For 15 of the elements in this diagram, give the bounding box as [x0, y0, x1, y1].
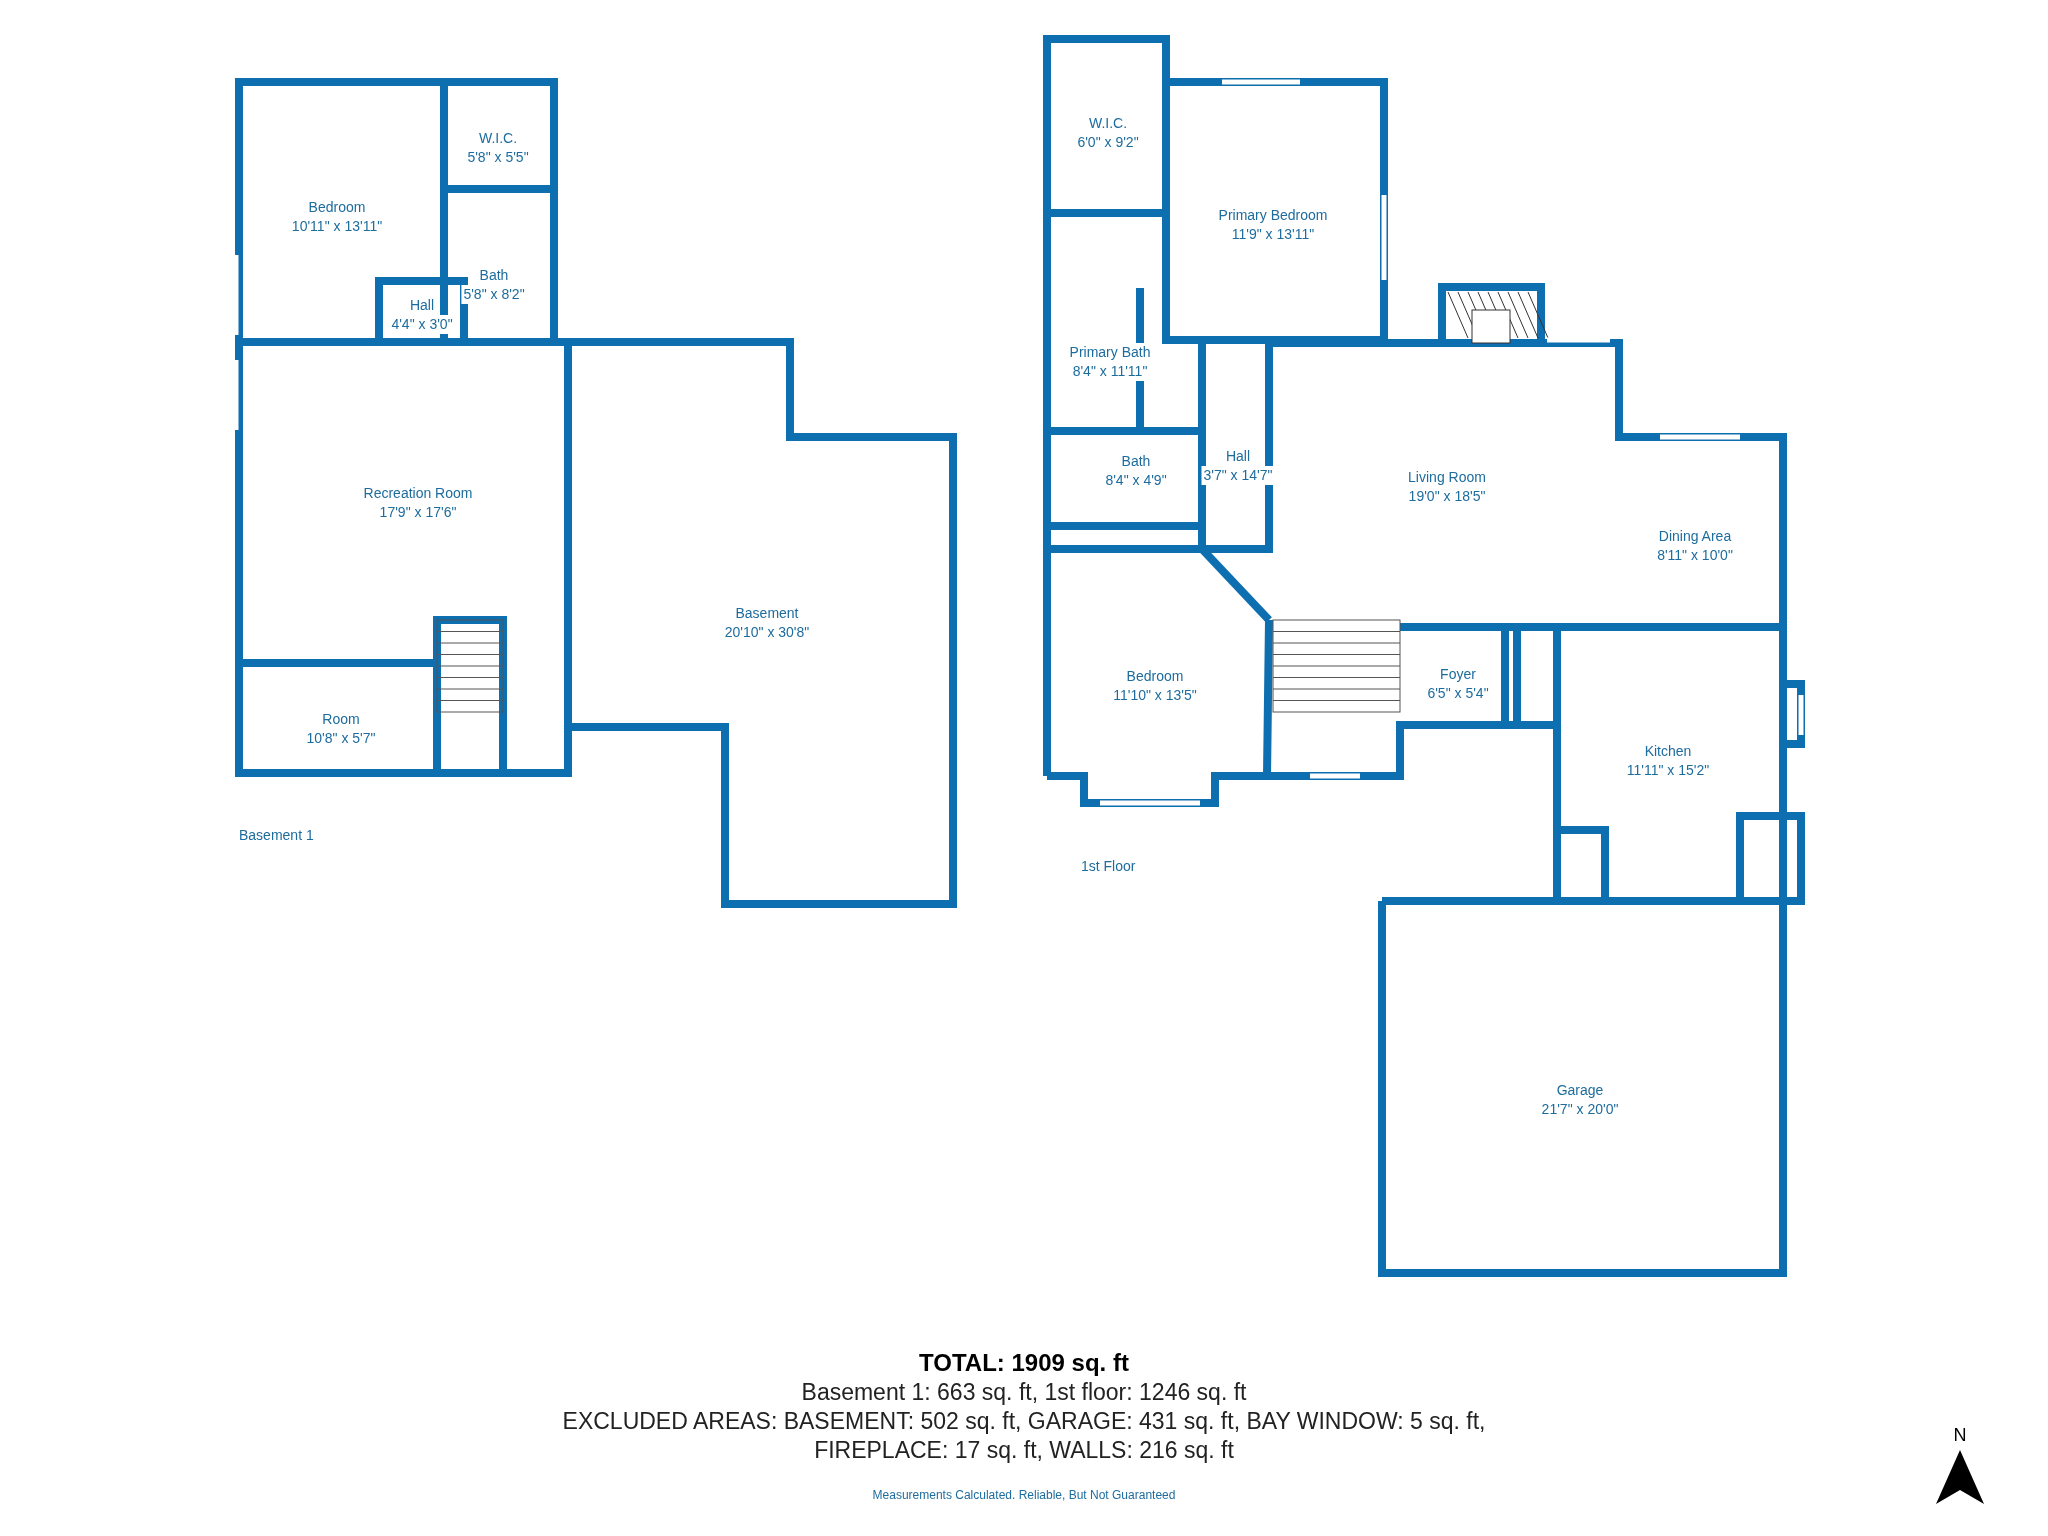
north-label: N	[1953, 1424, 1967, 1447]
disclaimer-text: Measurements Calculated. Reliable, But Not Guaranteed	[872, 1487, 1176, 1504]
excluded-areas-text: EXCLUDED AREAS: BASEMENT: 502 sq. ft, GARAGE: 431 sq. ft, BAY WINDOW: 5 sq. ft, FIREPLACE: 17 sq. ft, WALLS: 216 sq. ft	[561, 1407, 1487, 1465]
area-summary-text: Basement 1: 663 sq. ft, 1st floor: 1246 sq. ft	[801, 1378, 1247, 1407]
room-dimensions: 3'7" x 14'7"	[1201, 466, 1275, 485]
floor-label: 1st Floor	[1081, 857, 1136, 876]
room-name: Primary Bedroom	[1216, 206, 1330, 225]
room-name: Living Room	[1406, 468, 1488, 487]
room-dimensions: 4'4" x 3'0"	[389, 315, 455, 334]
room-name: Dining Area	[1656, 527, 1734, 546]
room-dimensions: 5'8" x 8'2"	[461, 285, 527, 304]
floor-label: Basement 1	[239, 826, 314, 845]
room-dimensions: 8'4" x 11'11"	[1070, 362, 1150, 381]
total-area-text: TOTAL: 1909 sq. ft	[919, 1348, 1129, 1378]
room-name: Primary Bath	[1067, 343, 1153, 362]
